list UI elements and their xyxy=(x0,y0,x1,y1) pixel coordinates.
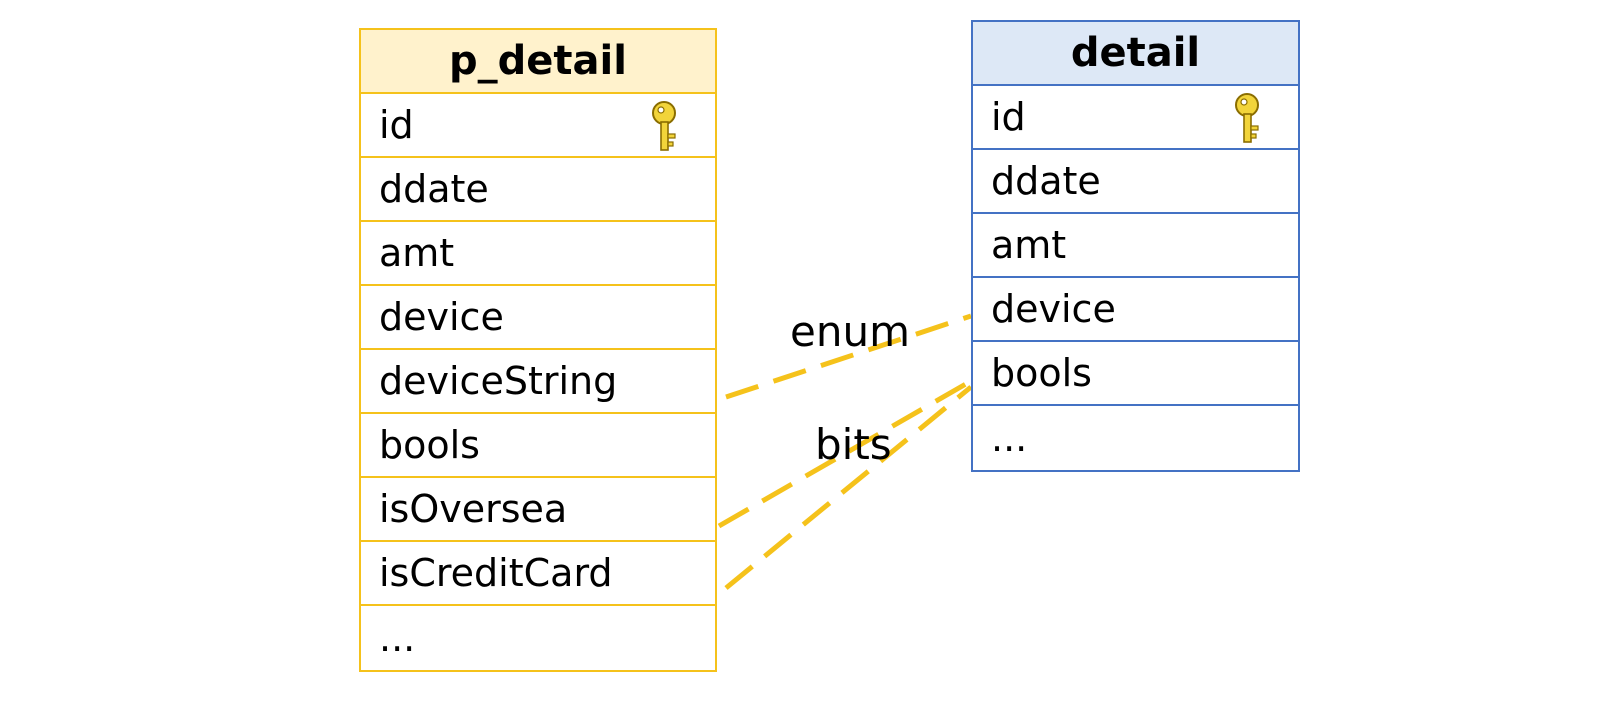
field-row-id: id xyxy=(361,94,715,158)
relation-label-bits: bits xyxy=(815,420,892,469)
relation-label-enum: enum xyxy=(790,307,910,356)
field-name: device xyxy=(379,295,504,339)
field-row-more: ... xyxy=(973,406,1298,470)
field-name: ... xyxy=(991,416,1028,460)
key-icon xyxy=(1235,93,1259,143)
field-row-id: id xyxy=(973,86,1298,150)
field-row-device: device xyxy=(361,286,715,350)
field-row-isoversea: isOversea xyxy=(361,478,715,542)
field-name: device xyxy=(991,287,1116,331)
field-name: id xyxy=(991,95,1026,139)
field-name: isOversea xyxy=(379,487,568,531)
table-title: p_detail xyxy=(361,30,715,94)
field-row-more: ... xyxy=(361,606,715,670)
key-icon xyxy=(652,101,676,151)
table-title: detail xyxy=(973,22,1298,86)
bits-relation-line-creditcard xyxy=(724,385,973,590)
table-p-detail: p_detail id ddate amt device deviceStrin… xyxy=(359,28,717,672)
field-name: amt xyxy=(379,231,455,275)
field-name: ddate xyxy=(991,159,1101,203)
field-row-amt: amt xyxy=(361,222,715,286)
field-row-amt: amt xyxy=(973,214,1298,278)
field-name: id xyxy=(379,103,414,147)
field-name: bools xyxy=(991,351,1092,395)
field-row-iscreditcard: isCreditCard xyxy=(361,542,715,606)
field-row-bools: bools xyxy=(361,414,715,478)
field-row-bools: bools xyxy=(973,342,1298,406)
field-row-ddate: ddate xyxy=(973,150,1298,214)
field-name: isCreditCard xyxy=(379,551,613,595)
field-name: ... xyxy=(379,616,416,660)
field-row-devicestring: deviceString xyxy=(361,350,715,414)
field-row-device: device xyxy=(973,278,1298,342)
field-name: bools xyxy=(379,423,480,467)
field-name: ddate xyxy=(379,167,489,211)
field-name: deviceString xyxy=(379,359,618,403)
field-row-ddate: ddate xyxy=(361,158,715,222)
field-name: amt xyxy=(991,223,1067,267)
table-detail: detail id ddate amt device bools ... xyxy=(971,20,1300,472)
